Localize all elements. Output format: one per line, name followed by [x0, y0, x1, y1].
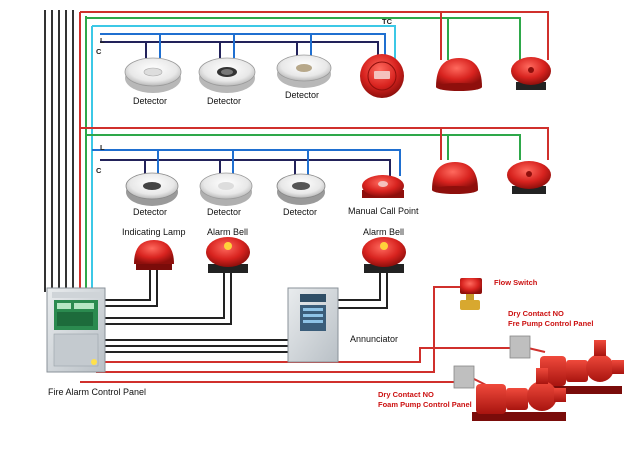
wiring	[44, 10, 549, 386]
alarm-bell-label: Alarm Bell	[363, 227, 405, 237]
alarm-bell-icon	[507, 161, 551, 194]
manual-call-point-icon	[362, 175, 404, 198]
flow-switch-wire	[96, 286, 462, 373]
wire-label-tc: TC	[382, 17, 392, 26]
fire-pump-icon	[536, 340, 624, 394]
alarm-bell-label: Alarm Bell	[207, 227, 249, 237]
detector-loop-l-mid	[92, 149, 401, 176]
bell-loop-green-top	[86, 17, 521, 60]
wire-label-c-mid: C	[96, 166, 102, 175]
bell-loop-green-mid	[86, 134, 521, 160]
dry-contact-fire-label-2: Fre Pump Control Panel	[508, 319, 594, 328]
dry-contact-box-fire	[509, 335, 531, 359]
smoke-detector-icon	[124, 57, 182, 93]
detector-label: Detector	[285, 90, 320, 100]
fire-pump-wire	[96, 347, 510, 363]
manual-call-point-label: Manual Call Point	[348, 206, 419, 216]
annunciator-label: Annunciator	[350, 334, 399, 344]
bell-wire	[334, 272, 381, 301]
detector-label: Detector	[207, 207, 242, 217]
detector-label: Detector	[207, 96, 242, 106]
dry-contact-box-foam	[453, 365, 475, 389]
bell-wire	[104, 272, 225, 319]
alarm-bell-dome-icon	[436, 58, 482, 91]
dry-contact-foam-label-1: Dry Contact NO	[378, 390, 434, 399]
heat-detector-icon	[199, 172, 253, 206]
control-panel-label: Fire Alarm Control Panel	[48, 387, 147, 397]
alarm-bell-dome-icon	[432, 162, 478, 194]
detector-label: Detector	[283, 207, 318, 217]
flow-switch-label: Flow Switch	[494, 278, 538, 287]
detector-label: Detector	[133, 96, 168, 106]
detector-label: Detector	[133, 207, 168, 217]
bell-loop-red-top	[80, 11, 549, 60]
alarm-bell-icon	[511, 57, 551, 90]
detector-loop-l-top	[100, 33, 386, 62]
manual-call-point-icon	[360, 54, 404, 98]
bell-wire	[334, 272, 388, 309]
lamp-wire	[104, 270, 158, 307]
wire-label-c-top: C	[96, 47, 102, 56]
alarm-bell-icon	[206, 237, 250, 273]
lamp-wire	[104, 270, 151, 301]
annunciator-icon	[287, 287, 339, 363]
dry-contact-fire-label-1: Dry Contact NO	[508, 309, 564, 318]
indicating-lamp-label: Indicating Lamp	[122, 227, 186, 237]
heat-detector-icon	[276, 54, 332, 88]
indicating-lamp-icon	[134, 240, 174, 270]
wire-label-l-top: L	[100, 36, 105, 45]
flow-switch-icon	[460, 278, 482, 310]
fire-pump-link	[527, 347, 546, 353]
wire-label-l-mid: L	[100, 143, 105, 152]
detector-loop-c-mid	[100, 159, 391, 176]
dry-contact-foam-label-2: Foam Pump Control Panel	[378, 400, 472, 409]
bell-wire	[104, 272, 232, 325]
bell-loop-red-mid	[80, 127, 549, 160]
heat-detector-icon	[198, 57, 256, 93]
foam-pump-icon	[472, 368, 566, 421]
fire-alarm-control-panel-icon	[46, 287, 106, 373]
detector-loop-tc	[92, 25, 396, 62]
heat-detector-icon	[276, 173, 326, 205]
alarm-bell-icon	[362, 237, 406, 273]
smoke-detector-icon	[125, 172, 179, 206]
